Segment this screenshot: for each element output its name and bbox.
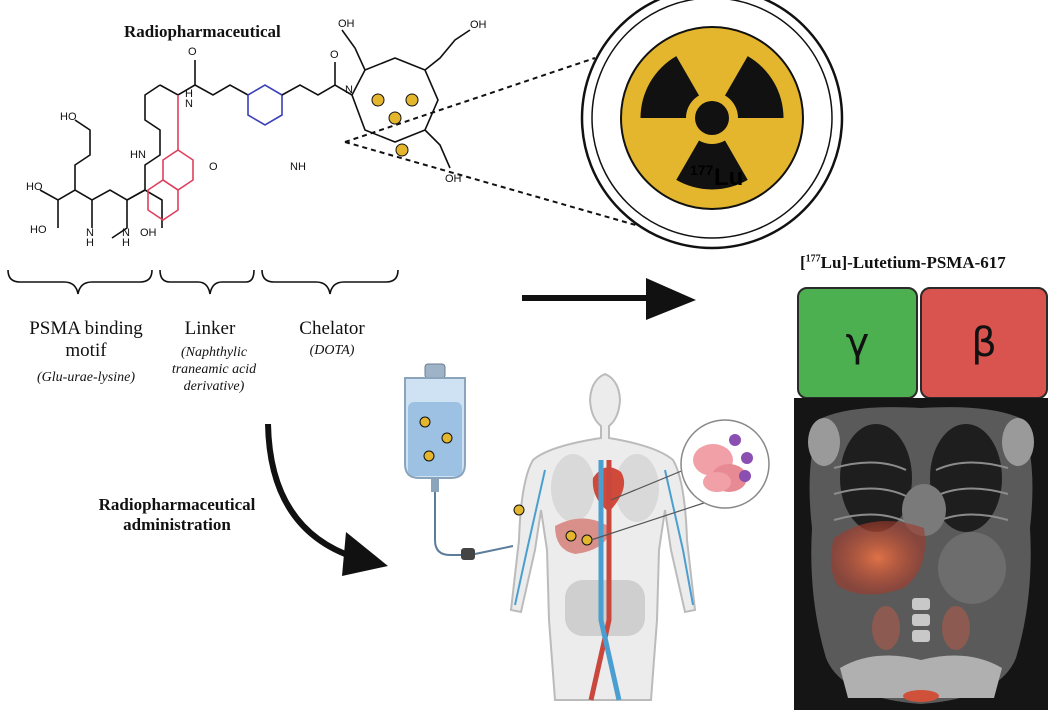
note-chelator: (DOTA) bbox=[309, 343, 355, 358]
iv-bag-icon bbox=[404, 363, 514, 560]
label-linker: Linker bbox=[184, 318, 236, 339]
chem-label-n-2: N bbox=[122, 227, 130, 239]
chem-label-oh-4: OH bbox=[445, 173, 462, 185]
chem-label-ho-3: HO bbox=[60, 111, 77, 123]
chem-label-h-1: H bbox=[86, 237, 94, 249]
brace-psma bbox=[7, 269, 153, 295]
note-linker: (Naphthylic traneamic acid derivative) bbox=[171, 345, 257, 394]
chem-label-hn-1: HN bbox=[130, 149, 146, 161]
component-braces bbox=[7, 269, 399, 295]
drug-name: [177Lu]-Lutetium-PSMA-617 bbox=[800, 253, 1006, 272]
arrow-to-drug bbox=[522, 278, 696, 320]
label-chelator: Chelator bbox=[299, 318, 365, 339]
chem-label-oh-3: OH bbox=[470, 19, 487, 31]
chem-label-nh-1: NH bbox=[290, 161, 306, 173]
chem-label-o-3: O bbox=[330, 49, 339, 61]
administration-label: Radiopharmaceutical administration bbox=[98, 495, 256, 535]
chem-label-n-4: N bbox=[345, 84, 353, 96]
chem-label-oh-2: OH bbox=[338, 18, 355, 30]
label-psma: PSMA binding motif bbox=[29, 318, 143, 362]
tumor-cell-callout-icon bbox=[680, 419, 770, 509]
chem-label-ho-1: HO bbox=[26, 181, 43, 193]
isotope-callout: 177 Lu bbox=[344, 0, 844, 250]
brace-linker bbox=[159, 269, 255, 295]
trefoil-icon bbox=[640, 56, 784, 190]
body-illustration bbox=[404, 363, 770, 701]
chem-label-ho-2: HO bbox=[30, 224, 47, 236]
pet-ct-scan-image bbox=[794, 398, 1048, 710]
chem-label-h-3: H bbox=[185, 88, 193, 100]
isotope-mass: 177 bbox=[690, 162, 714, 178]
chem-label-oh-1: OH bbox=[140, 227, 157, 239]
chem-label-o-2: O bbox=[209, 161, 218, 173]
brace-chelator bbox=[261, 269, 399, 295]
chem-label-o-1: O bbox=[188, 46, 197, 58]
chem-label-h-2: H bbox=[122, 237, 130, 249]
chemical-structure: HO HO HO N H N H OH HN O H N O NH O N OH… bbox=[26, 18, 487, 249]
chem-label-n-3: N bbox=[185, 98, 193, 110]
human-body-icon bbox=[509, 372, 697, 701]
note-psma: (Glu-urae-lysine) bbox=[37, 370, 135, 385]
chem-label-n-1: N bbox=[86, 227, 94, 239]
diagram-title: Radiopharmaceutical bbox=[124, 22, 281, 41]
gamma-emission-box: γ bbox=[797, 287, 918, 399]
arrow-to-administration bbox=[265, 423, 388, 576]
beta-emission-box: β bbox=[920, 287, 1048, 399]
isotope-symbol: Lu bbox=[714, 164, 743, 191]
